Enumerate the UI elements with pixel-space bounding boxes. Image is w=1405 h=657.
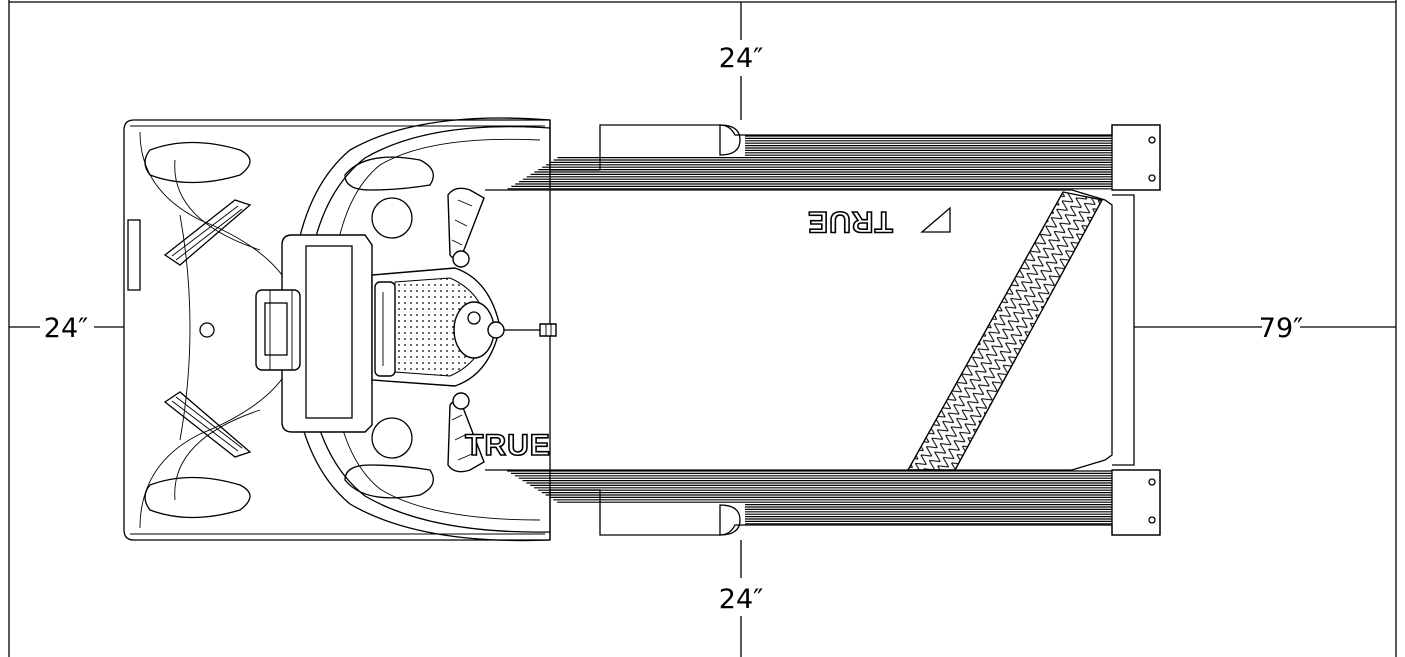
dimension-top-label: 24″ [719, 43, 763, 74]
dimension-bottom-label: 24″ [719, 584, 763, 615]
side-rails [549, 120, 1161, 540]
console-display [255, 234, 373, 433]
deck-logo: TRUE [806, 204, 951, 239]
deck-logo-text: TRUE [807, 205, 893, 238]
clearance-frame [8, 0, 1397, 657]
speaker-tray [371, 267, 557, 387]
hand-grips [447, 187, 485, 473]
motor-hood [123, 119, 551, 541]
dimension-lines [9, 2, 1396, 657]
console-logo: TRUE [465, 429, 551, 462]
dimension-left-label: 24″ [44, 313, 88, 344]
running-belt [485, 189, 1135, 471]
dimension-right-label: 79″ [1259, 313, 1303, 344]
footrail-bottom [507, 470, 1112, 525]
footrail-top [507, 135, 1112, 190]
treadmill: TRUE TRUE [123, 117, 1161, 542]
